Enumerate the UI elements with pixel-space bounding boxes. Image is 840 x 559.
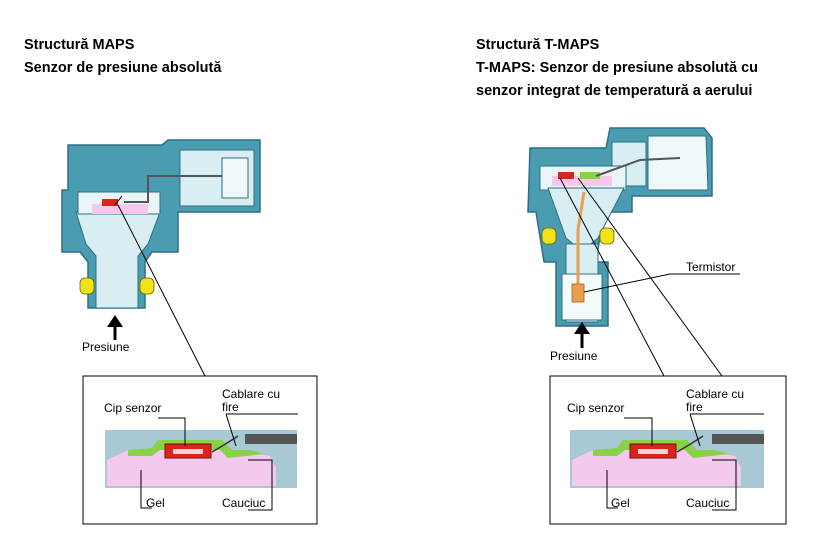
right-chip-label: Cip senzor	[567, 401, 625, 415]
right-title-line2: T-MAPS: Senzor de presiune absolută cu	[476, 60, 758, 76]
right-thermistor-label: Termistor	[686, 260, 736, 274]
left-title-line2: Senzor de presiune absolută	[24, 60, 222, 76]
maps-sensor-body	[61, 139, 261, 309]
left-gel-label: Gel	[146, 496, 165, 510]
tmaps-detail-box	[549, 375, 787, 525]
right-title-line1: Structură T-MAPS	[476, 37, 600, 53]
left-rubber-label: Cauciuc	[222, 496, 266, 510]
left-pressure-label: Presiune	[82, 340, 130, 354]
maps-detail-box	[82, 375, 318, 525]
tmaps-sensor-body	[527, 127, 713, 327]
right-gel-label: Gel	[611, 496, 630, 510]
left-wiring-label-line2: fire	[222, 400, 239, 414]
right-wiring-label-line2: fire	[686, 400, 703, 414]
pressure-arrow-right	[574, 322, 590, 348]
right-pressure-label: Presiune	[550, 349, 598, 363]
right-title-line3: senzor integrat de temperatură a aerului	[476, 83, 753, 99]
right-wiring-label-line1: Cablare cu	[686, 387, 745, 401]
left-title-line1: Structură MAPS	[24, 37, 135, 53]
pressure-arrow-left	[107, 315, 123, 340]
left-wiring-label-line1: Cablare cu	[222, 387, 281, 401]
left-chip-label: Cip senzor	[104, 401, 162, 415]
right-rubber-label: Cauciuc	[686, 496, 730, 510]
